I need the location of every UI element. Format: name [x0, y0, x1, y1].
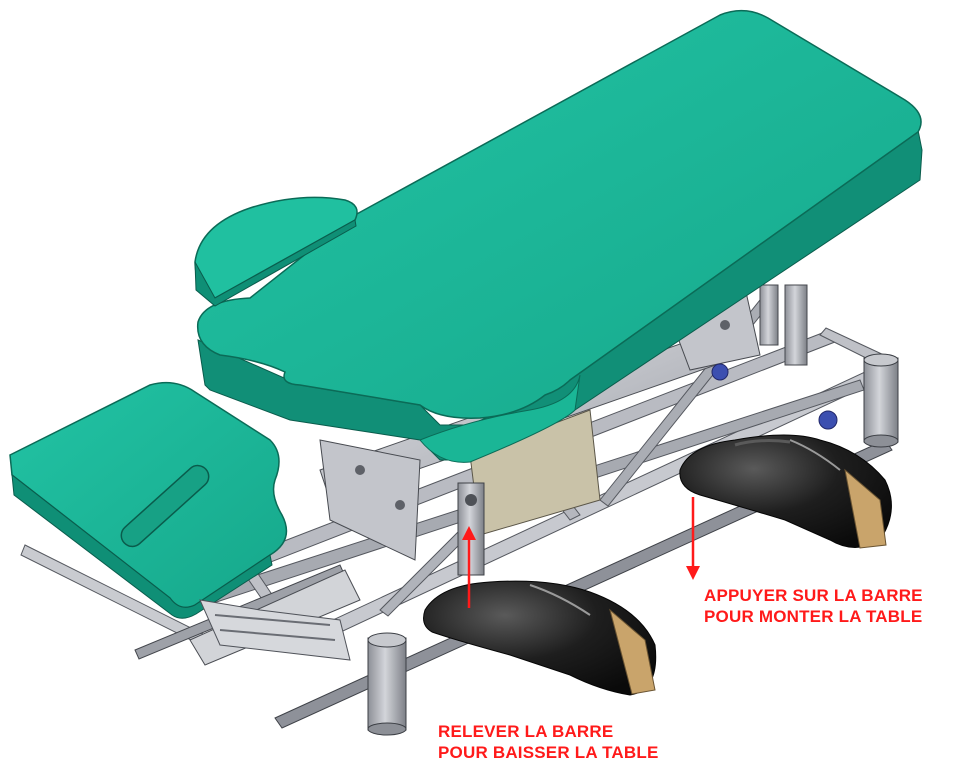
- lower-table-line2: POUR BAISSER LA TABLE: [438, 743, 659, 762]
- lower-table-line1: RELEVER LA BARRE: [438, 722, 614, 741]
- caster-wheel: [711, 363, 729, 381]
- table-legs: [367, 353, 899, 736]
- lower-mechanism: [199, 599, 351, 661]
- shoe-icon: [679, 434, 892, 549]
- table-cushions: [9, 9, 923, 619]
- main-cushion-side: [197, 129, 923, 461]
- shoe-icon: [423, 580, 657, 696]
- main-cushion: [196, 9, 922, 419]
- raise-table-line2: POUR MONTER LA TABLE: [704, 607, 923, 626]
- raise-table-instruction: APPUYER SUR LA BARRE POUR MONTER LA TABL…: [704, 585, 923, 627]
- leg-front: [367, 632, 407, 736]
- arrow-up-icon: [462, 526, 476, 608]
- arrow-down-icon: [686, 497, 700, 580]
- leg-rear: [863, 353, 899, 448]
- caster-wheel: [818, 410, 838, 430]
- lower-table-instruction: RELEVER LA BARRE POUR BAISSER LA TABLE: [438, 721, 659, 763]
- raise-table-line1: APPUYER SUR LA BARRE: [704, 586, 923, 605]
- cushion-handle-slot: [120, 464, 210, 548]
